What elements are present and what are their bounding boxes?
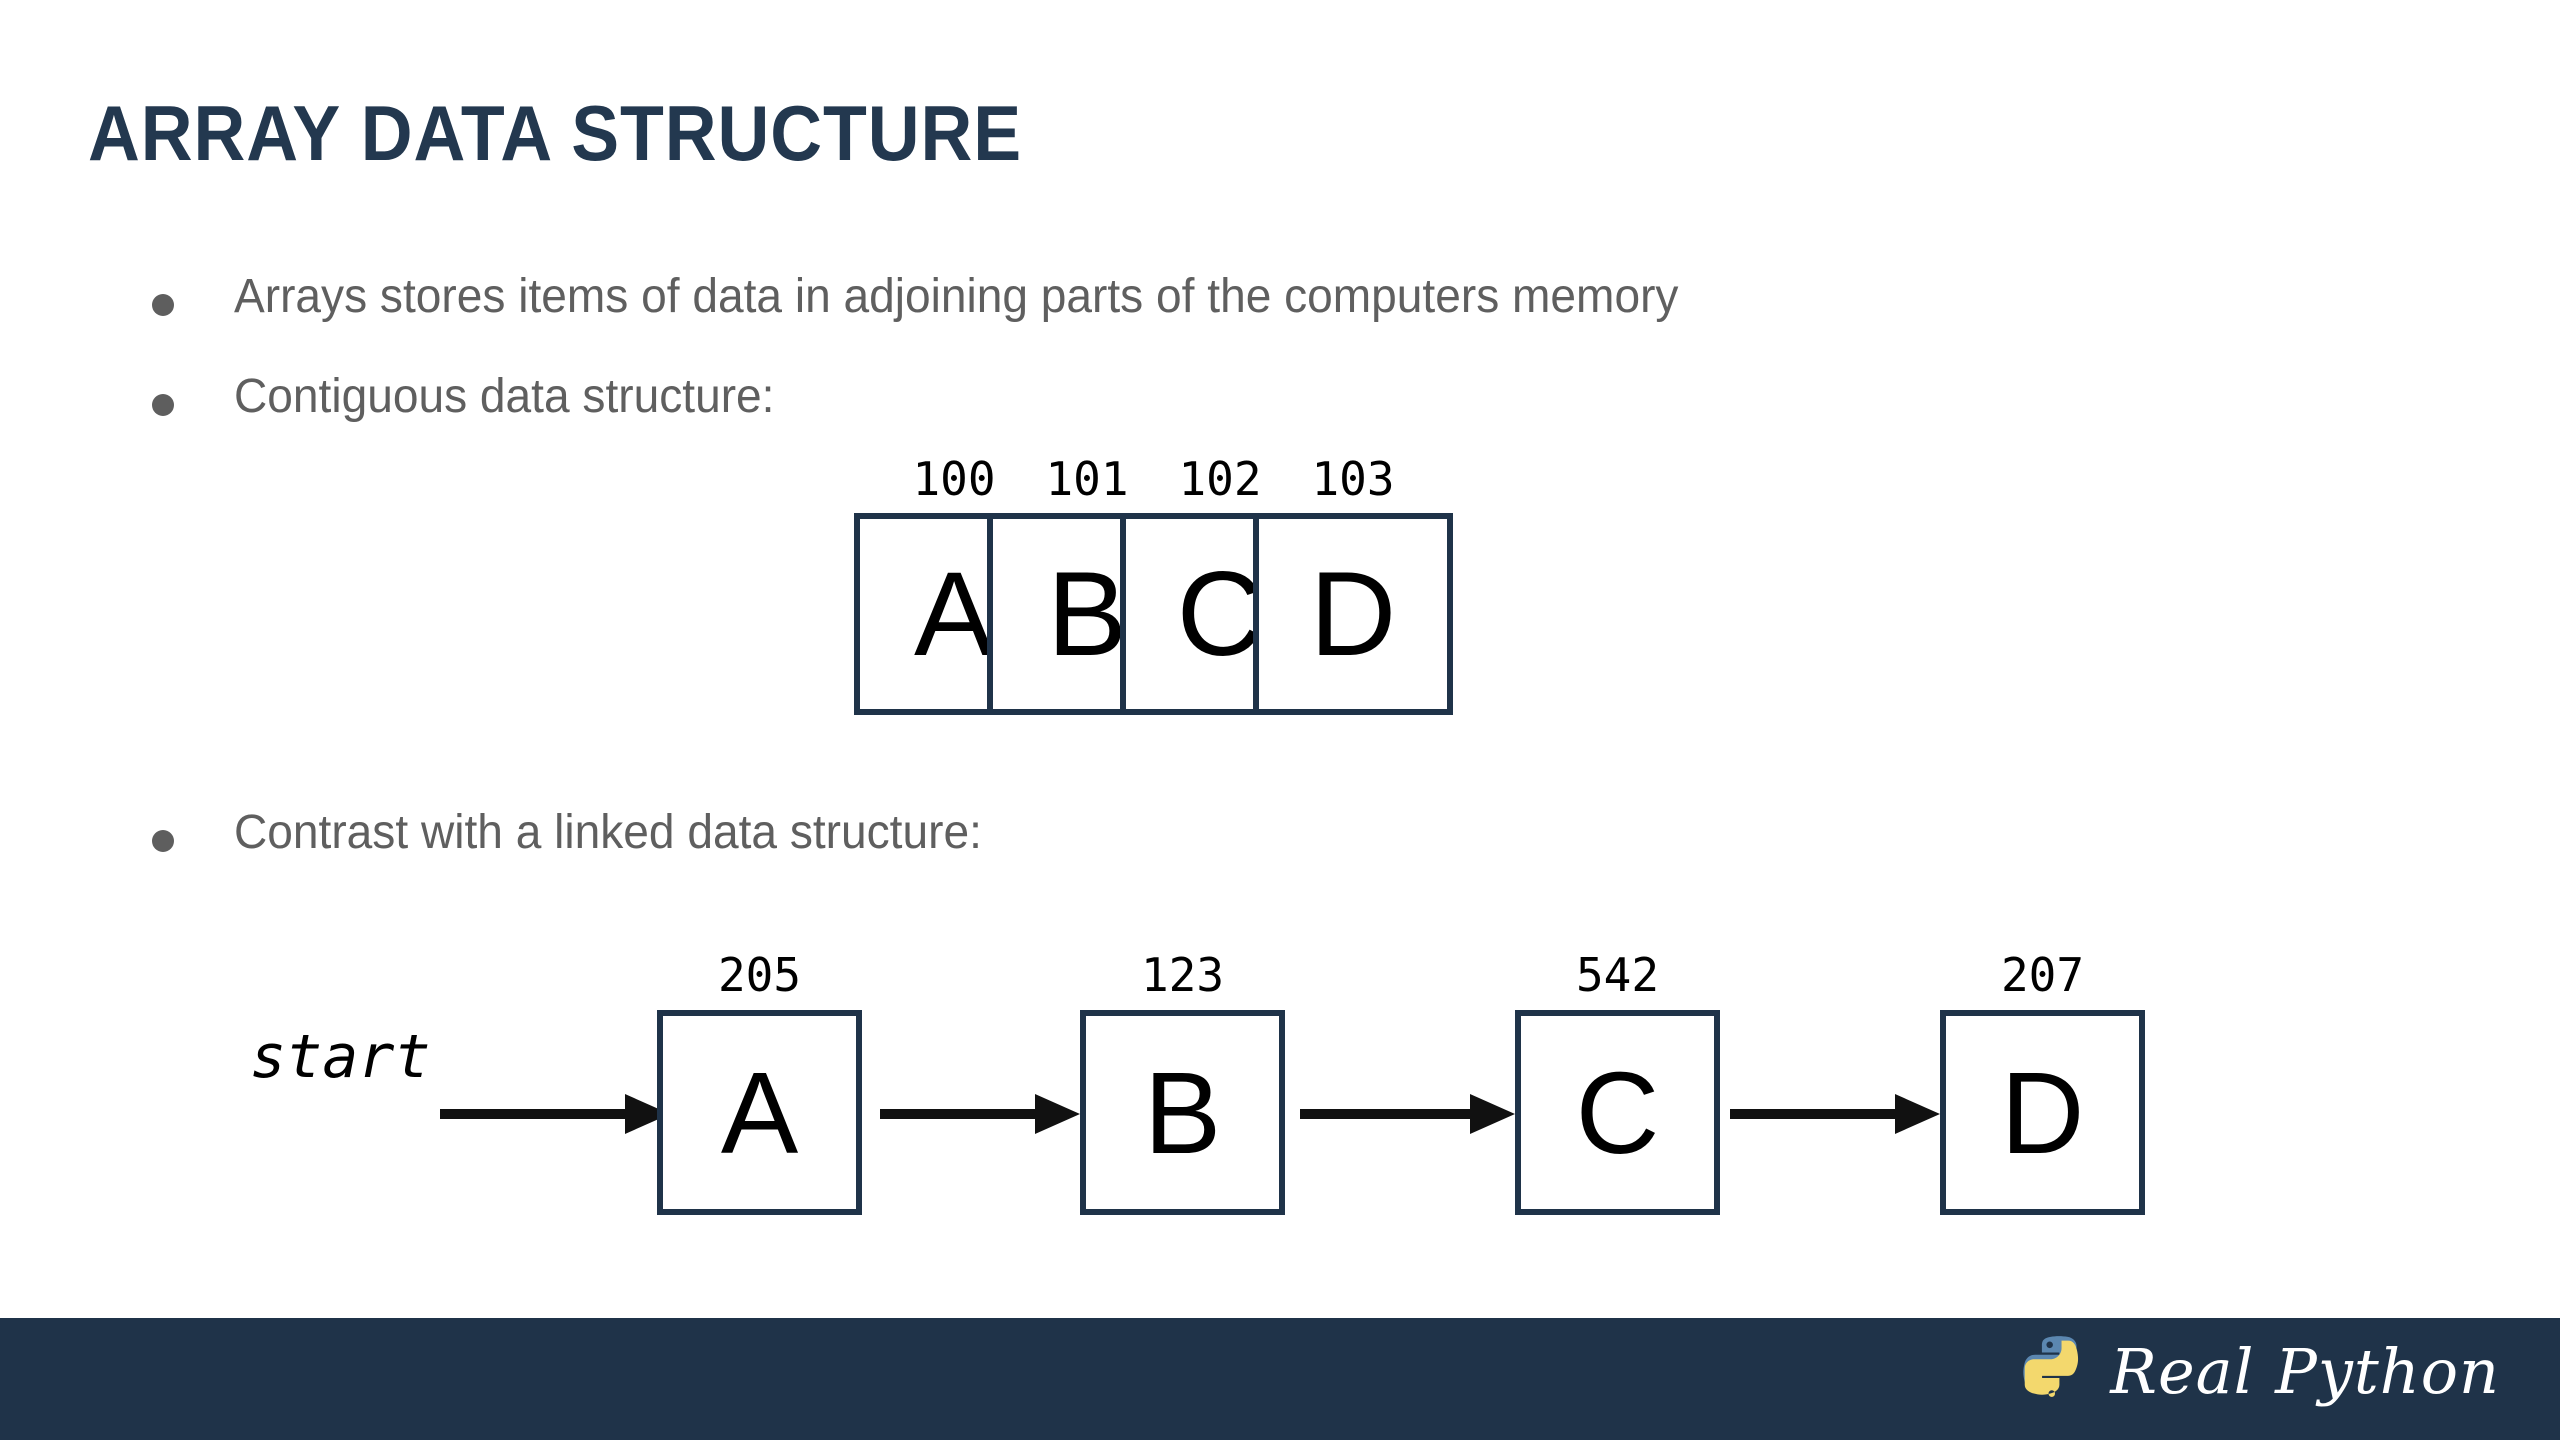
bullet-dot-icon xyxy=(152,394,174,416)
page-title: ARRAY DATA STRUCTURE xyxy=(88,89,1023,177)
ll-node-1: B xyxy=(1080,1010,1285,1215)
array-address-0: 100 xyxy=(912,452,996,506)
ll-node-2: C xyxy=(1515,1010,1720,1215)
bullet-label-3: Contrast with a linked data structure: xyxy=(234,806,982,859)
brand-logo: Real Python xyxy=(2014,1332,2500,1412)
bullet-dot-icon xyxy=(152,830,174,852)
array-address-3: 103 xyxy=(1311,452,1395,506)
ll-address-1: 123 xyxy=(1140,948,1225,1002)
bullet-label-1: Arrays stores items of data in adjoining… xyxy=(234,270,1679,323)
footer-bar xyxy=(0,1318,2560,1440)
brand-name: Real Python xyxy=(2110,1335,2500,1408)
ll-address-3: 207 xyxy=(2000,948,2085,1002)
bullet-item-3: Contrast with a linked data structure: xyxy=(152,806,1013,859)
bullet-label-2: Contiguous data structure: xyxy=(234,370,775,423)
start-pointer-label: start xyxy=(250,1022,431,1092)
ll-address-2: 542 xyxy=(1575,948,1660,1002)
ll-node-0: A xyxy=(657,1010,862,1215)
python-logo-icon xyxy=(2023,1336,2079,1397)
array-cell-3: D xyxy=(1253,513,1453,715)
arrow-a-to-b-icon xyxy=(880,1094,1080,1134)
bullet-item-1: Arrays stores items of data in adjoining… xyxy=(152,270,1739,323)
arrow-b-to-c-icon xyxy=(1300,1094,1515,1134)
ll-address-0: 205 xyxy=(717,948,802,1002)
array-address-1: 101 xyxy=(1045,452,1129,506)
array-address-2: 102 xyxy=(1178,452,1262,506)
ll-node-3: D xyxy=(1940,1010,2145,1215)
arrow-start-to-a-icon xyxy=(440,1094,670,1134)
bullet-dot-icon xyxy=(152,294,174,316)
bullet-item-2: Contiguous data structure: xyxy=(152,370,797,423)
arrow-c-to-d-icon xyxy=(1730,1094,1940,1134)
